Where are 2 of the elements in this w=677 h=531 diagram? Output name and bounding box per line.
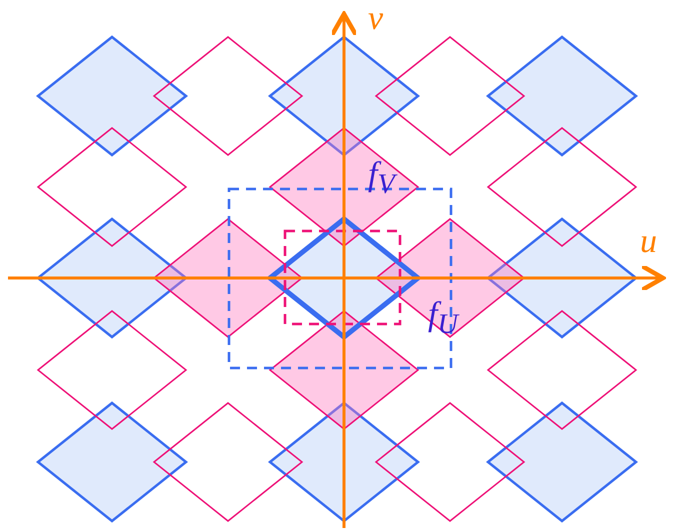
axis-label: v [368, 2, 384, 36]
axis-label: u [640, 225, 657, 259]
